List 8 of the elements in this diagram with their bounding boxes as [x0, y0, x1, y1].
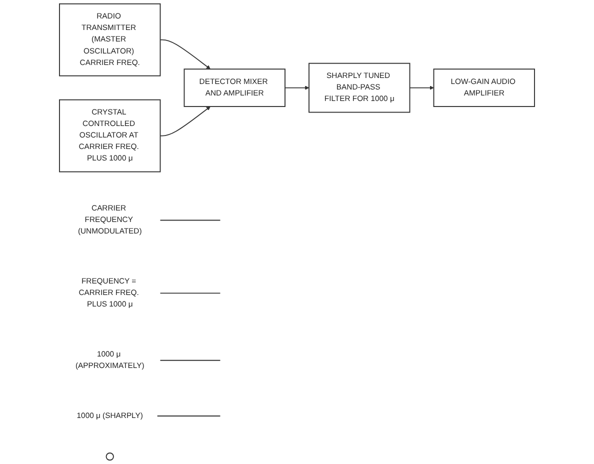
arrow [284, 86, 310, 90]
leader-line [160, 360, 221, 361]
arrow [160, 106, 210, 136]
leader-line [160, 292, 221, 294]
leader-line [160, 220, 221, 221]
arrow [409, 86, 434, 90]
arrow [160, 39, 210, 70]
circle-symbol [106, 452, 114, 461]
